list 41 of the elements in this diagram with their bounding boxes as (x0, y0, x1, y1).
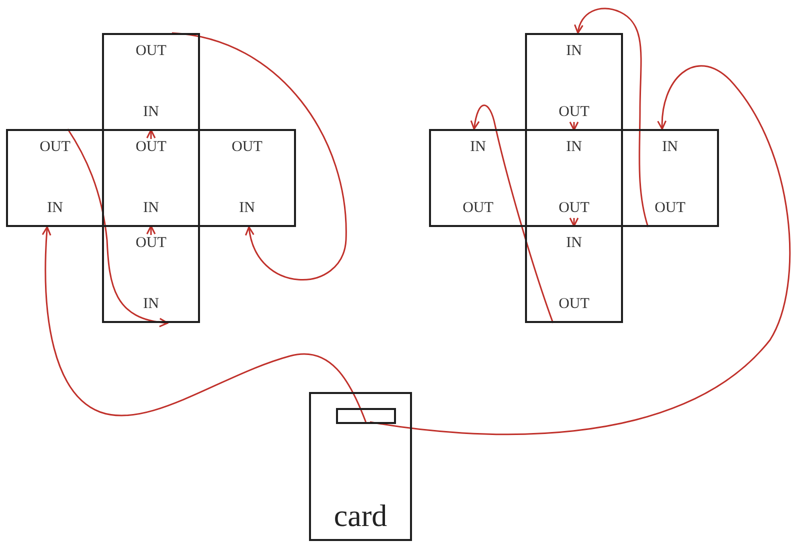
arrow (569, 121, 579, 131)
port-label: IN (239, 201, 255, 216)
module-square (102, 33, 200, 131)
port-label: IN (143, 105, 159, 120)
port-label: OUT (558, 297, 590, 312)
port-label: IN (143, 201, 159, 216)
card-slot (336, 408, 396, 424)
port-label: OUT (136, 44, 166, 59)
port-label: OUT (558, 105, 590, 120)
port-label: OUT (654, 201, 686, 216)
arrow (574, 8, 649, 228)
module-square (102, 225, 200, 323)
module-square (429, 129, 527, 227)
port-label: IN (662, 140, 678, 155)
port-label: OUT (40, 140, 70, 155)
port-label: IN (566, 140, 582, 155)
module-square (525, 225, 623, 323)
card-label: card (334, 500, 388, 531)
arrow (569, 217, 579, 227)
module-square (198, 129, 296, 227)
port-label: IN (566, 44, 582, 59)
port-label: IN (566, 236, 582, 251)
port-label: IN (470, 140, 486, 155)
port-label: OUT (462, 201, 494, 216)
port-label: OUT (136, 140, 166, 155)
arrow (470, 104, 554, 324)
port-label: IN (143, 297, 159, 312)
controller-card (309, 392, 412, 541)
port-label: OUT (136, 236, 166, 251)
port-label: OUT (232, 140, 262, 155)
arrow (67, 128, 168, 327)
module-square (621, 129, 719, 227)
port-label: IN (47, 201, 63, 216)
port-label: OUT (558, 201, 590, 216)
arrow (172, 32, 347, 280)
module-square (6, 129, 104, 227)
arrow (370, 65, 790, 436)
arrow (146, 225, 156, 235)
arrow (42, 226, 366, 422)
arrow (146, 129, 156, 139)
module-square (525, 33, 623, 131)
